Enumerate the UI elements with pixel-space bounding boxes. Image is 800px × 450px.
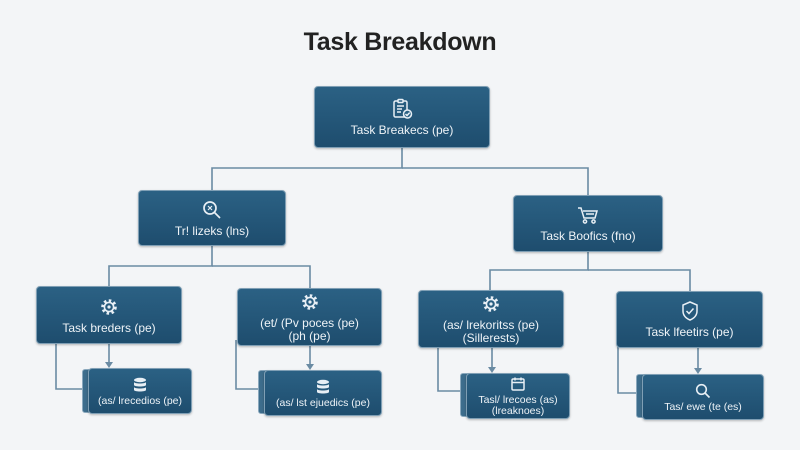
task-label-2b: (et/ (Pv poces (pe) bbox=[260, 316, 359, 330]
task-node-3c[interactable]: Tasl/ lrecoes (as) (lreaknoes) bbox=[466, 373, 570, 419]
subtask-label-right: Task Boofics (fno) bbox=[540, 229, 636, 243]
task-label-2c: (as/ lrekoritss (pe) bbox=[442, 318, 540, 332]
connector-l1b-children bbox=[489, 251, 589, 290]
cart-icon bbox=[576, 204, 600, 226]
connector-root-right bbox=[402, 167, 589, 195]
task-label-3b: (as/ lst ejuedics (pe) bbox=[276, 396, 370, 409]
database-icon bbox=[130, 376, 150, 394]
task-sublabel-2b: (ph (pe) bbox=[288, 329, 331, 343]
calendar-icon bbox=[508, 375, 528, 393]
root-task-label: Task Breakecs (pe) bbox=[350, 122, 454, 137]
task-label-2d: Task lfeetirs (pe) bbox=[645, 325, 734, 339]
subtask-label-left: Tr! lizeks (lns) bbox=[174, 223, 250, 238]
gear-icon bbox=[97, 296, 121, 318]
connector-l1b-child2 bbox=[588, 269, 691, 291]
database-icon bbox=[313, 378, 333, 396]
task-node-3a[interactable]: (as/ lrecedios (pe) bbox=[88, 368, 192, 414]
task-node-3d[interactable]: Tas/ ewe (te (es) bbox=[642, 374, 764, 420]
subtask-node-right[interactable]: Task Boofics (fno) bbox=[513, 195, 663, 252]
shield-check-icon bbox=[678, 300, 702, 322]
root-task-node[interactable]: Task Breakecs (pe) bbox=[314, 86, 490, 148]
task-node-2c[interactable]: (as/ lrekoritss (pe) (Sillerests) bbox=[418, 290, 564, 348]
task-node-2d[interactable]: Task lfeetirs (pe) bbox=[616, 291, 763, 348]
magnifier-icon bbox=[200, 199, 224, 221]
task-sublabel-3c: (lreaknoes) bbox=[491, 405, 545, 417]
bracket-left-d bbox=[617, 346, 636, 394]
task-node-2b[interactable]: (et/ (Pv poces (pe) (ph (pe) bbox=[237, 288, 382, 346]
subtask-node-left[interactable]: Tr! lizeks (lns) bbox=[138, 190, 286, 246]
connector-l1a-child2 bbox=[212, 265, 311, 288]
bracket-left-a bbox=[55, 340, 82, 390]
connector-l1a-children bbox=[108, 245, 213, 287]
task-label-3c: Tasl/ lrecoes (as) bbox=[478, 394, 558, 406]
bracket-left-c bbox=[437, 345, 460, 392]
search-icon bbox=[693, 382, 713, 400]
connector-root-left bbox=[211, 147, 403, 192]
gear-icon bbox=[298, 291, 322, 313]
arrowhead-d bbox=[694, 368, 702, 374]
clipboard-check-icon bbox=[390, 98, 414, 120]
task-node-2a[interactable]: Task breders (pe) bbox=[36, 286, 182, 344]
task-sublabel-2c: (Sillerests) bbox=[462, 331, 520, 345]
task-node-3b[interactable]: (as/ lst ejuedics (pe) bbox=[264, 370, 382, 416]
task-label-3d: Tas/ ewe (te (es) bbox=[664, 400, 742, 413]
bracket-left-b bbox=[235, 340, 258, 390]
arrowhead-c bbox=[488, 367, 496, 373]
task-label-2a: Task breders (pe) bbox=[62, 320, 156, 335]
arrowhead-b bbox=[306, 364, 314, 370]
gear-icon bbox=[479, 293, 503, 315]
diagram-title: Task Breakdown bbox=[303, 28, 497, 56]
arrowhead-a bbox=[105, 362, 113, 368]
task-label-3a: (as/ lrecedios (pe) bbox=[97, 394, 183, 407]
